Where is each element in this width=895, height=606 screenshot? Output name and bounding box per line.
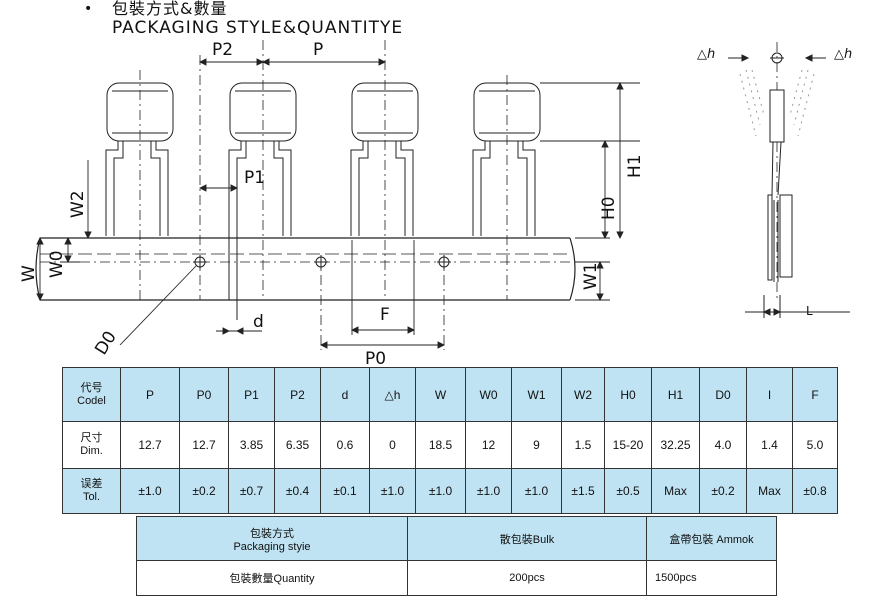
- code-cell: W: [415, 367, 466, 422]
- dim-cell: 3.85: [228, 421, 275, 469]
- code-cell: △h: [369, 367, 416, 422]
- tape-right-break: [569, 237, 576, 301]
- tol-cell: ±1.5: [561, 468, 605, 514]
- dim-cell: 0: [369, 421, 416, 469]
- component-4: [472, 82, 541, 236]
- label-d: d: [253, 312, 264, 332]
- dim-cell: 0.6: [320, 421, 370, 469]
- tol-cell: ±0.8: [792, 468, 838, 514]
- code-cell: W1: [511, 367, 562, 422]
- label-w1: W1: [581, 262, 601, 290]
- tol-cell: Max: [651, 468, 700, 514]
- packaging-quantity-row: 包裝數量Quantity 200pcs 1500pcs: [136, 560, 777, 596]
- dim-cell: 18.5: [415, 421, 466, 469]
- tol-cell: ±1.0: [120, 468, 180, 514]
- bulk-header: 散包裝Bulk: [407, 516, 647, 561]
- ammo-quantity: 1500pcs: [646, 560, 777, 596]
- tol-cell: ±0.5: [604, 468, 652, 514]
- tol-cell: ±0.2: [699, 468, 747, 514]
- tol-cell: ±0.2: [179, 468, 229, 514]
- tol-cell: ±0.1: [320, 468, 370, 514]
- tol-cell: ±1.0: [465, 468, 512, 514]
- dim-cell: 12.7: [120, 421, 180, 469]
- tol-cell: Max: [746, 468, 793, 514]
- dim-cell: 9: [511, 421, 562, 469]
- code-cell: W0: [465, 367, 512, 422]
- code-cell: D0: [699, 367, 747, 422]
- label-delta-h-right: △h: [834, 47, 852, 62]
- code-cell: W2: [561, 367, 605, 422]
- code-cell: H0: [604, 367, 652, 422]
- dim-cell: 4.0: [699, 421, 747, 469]
- tol-cell: ±1.0: [511, 468, 562, 514]
- side-view-labels: △h △h L: [697, 47, 852, 318]
- label-delta-h-left: △h: [697, 47, 715, 62]
- label-p0: P0: [365, 349, 386, 366]
- label-f: F: [380, 305, 390, 325]
- label-h0: H0: [599, 196, 619, 220]
- dim-cell: 12.7: [179, 421, 229, 469]
- component-1: [105, 82, 174, 236]
- bullet: •: [84, 1, 93, 17]
- tol-cell: ±0.7: [228, 468, 275, 514]
- label-d0: D0: [91, 328, 121, 359]
- tol-cell: ±1.0: [415, 468, 466, 514]
- component-2: [228, 82, 297, 320]
- quantity-label: 包裝數量Quantity: [136, 560, 408, 596]
- tol-cell: ±0.4: [274, 468, 321, 514]
- code-cell: I: [746, 367, 793, 422]
- dim-cell: 15-20: [604, 421, 652, 469]
- dim-cell: 32.25: [651, 421, 700, 469]
- dim-cell: 6.35: [274, 421, 321, 469]
- dim-cell: 1.4: [746, 421, 793, 469]
- label-l: L: [806, 304, 813, 318]
- code-cell: H1: [651, 367, 700, 422]
- side-view: [728, 42, 850, 318]
- label-p1: P1: [244, 168, 265, 188]
- ammo-header: 盒帶包裝 Ammok: [646, 516, 777, 561]
- label-h1: H1: [625, 154, 645, 178]
- components: [105, 82, 541, 320]
- dim-cell: 5.0: [792, 421, 838, 469]
- label-p: P: [313, 40, 323, 60]
- dim-cell: 12: [465, 421, 512, 469]
- code-cell: P: [120, 367, 180, 422]
- label-w2: W2: [68, 190, 88, 218]
- carrier-tape: [35, 237, 576, 301]
- dim-cell: 1.5: [561, 421, 605, 469]
- code-cell-highlighted: d: [320, 367, 370, 422]
- bulk-quantity: 200pcs: [407, 560, 647, 596]
- code-cell: F: [792, 367, 838, 422]
- label-w0: W0: [47, 250, 67, 278]
- label-p2: P2: [212, 40, 233, 60]
- code-cell: P0: [179, 367, 229, 422]
- tol-cell: ±1.0: [369, 468, 416, 514]
- centerlines: [40, 40, 570, 350]
- component-3: [350, 82, 419, 236]
- label-w: W: [19, 265, 39, 282]
- tape-packaging-drawing: P2 P P1 F P0 d H1 H0 W1 W2 W0 W D0 △h △h…: [19, 40, 852, 366]
- dimension-lines: [36, 58, 640, 349]
- heading-title-en: PACKAGING STYLE&QUANTITYE: [112, 18, 404, 38]
- code-cell: P2: [274, 367, 321, 422]
- heading-title-cn: 包裝方式&數量: [112, 0, 228, 18]
- code-cell: P1: [228, 367, 275, 422]
